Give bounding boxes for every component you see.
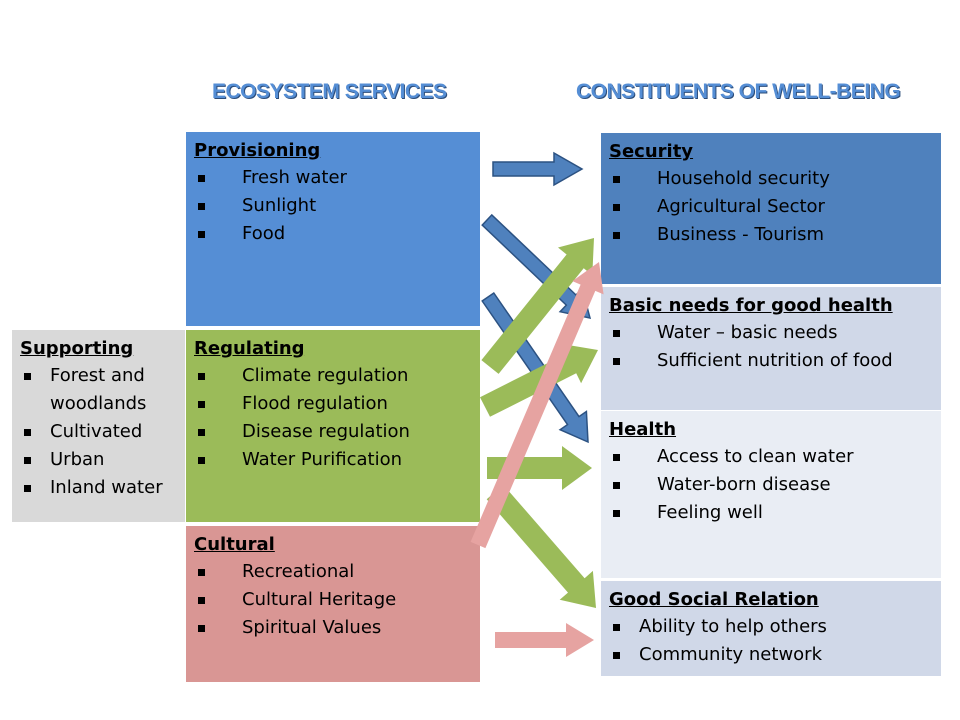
basic-needs-title: Basic needs for good health (609, 295, 893, 316)
list-item: Inland water (20, 474, 177, 502)
arrow-cultural-social-icon (495, 623, 594, 657)
list-item: Food (194, 220, 472, 248)
cultural-title: Cultural (194, 534, 275, 555)
list-item: Cultivated (20, 418, 177, 446)
arrow-regulating-basic-needs-icon (480, 343, 598, 417)
list-item: Fresh water (194, 164, 472, 192)
list-item: Agricultural Sector (609, 193, 933, 221)
list-item: Water-born disease (609, 471, 933, 499)
arrow-provisioning-security-icon (492, 151, 584, 187)
list-item: Water – basic needs (609, 319, 933, 347)
list-item: Cultural Heritage (194, 586, 472, 614)
arrow-cultural-security-icon (470, 262, 604, 549)
list-item: Recreational (194, 558, 472, 586)
arrow-regulating-security-icon (481, 238, 594, 374)
arrow-regulating-social-icon (486, 484, 596, 608)
list-item: Business - Tourism (609, 221, 933, 249)
provisioning-title: Provisioning (194, 140, 321, 161)
list-item: Flood regulation (194, 390, 472, 418)
list-item: Spiritual Values (194, 614, 472, 642)
list-item: Climate regulation (194, 362, 472, 390)
list-item: Urban (20, 446, 177, 474)
health-title: Health (609, 419, 677, 440)
social-relation-title: Good Social Relation (609, 589, 819, 610)
list-item: Access to clean water (609, 443, 933, 471)
list-item: Water Purification (194, 446, 472, 474)
list-item: Forest and woodlands (20, 362, 177, 418)
social-relation-box: Good Social Relation Ability to help oth… (601, 581, 941, 676)
list-item: Household security (609, 165, 933, 193)
security-title: Security (609, 141, 694, 162)
list-item: Ability to help others (609, 613, 933, 641)
list-item: Sufficient nutrition of food (609, 347, 933, 375)
list-item: Sunlight (194, 192, 472, 220)
supporting-title: Supporting (20, 338, 134, 359)
regulating-title: Regulating (194, 338, 305, 359)
list-item: Disease regulation (194, 418, 472, 446)
basic-needs-box: Basic needs for good health Water – basi… (601, 287, 941, 410)
list-item: Feeling well (609, 499, 933, 527)
wellbeing-heading: CONSTITUENTS OF WELL-BEING (576, 80, 901, 103)
ecosystem-services-heading: ECOSYSTEM SERVICES (212, 80, 447, 103)
list-item: Community network (609, 641, 933, 669)
